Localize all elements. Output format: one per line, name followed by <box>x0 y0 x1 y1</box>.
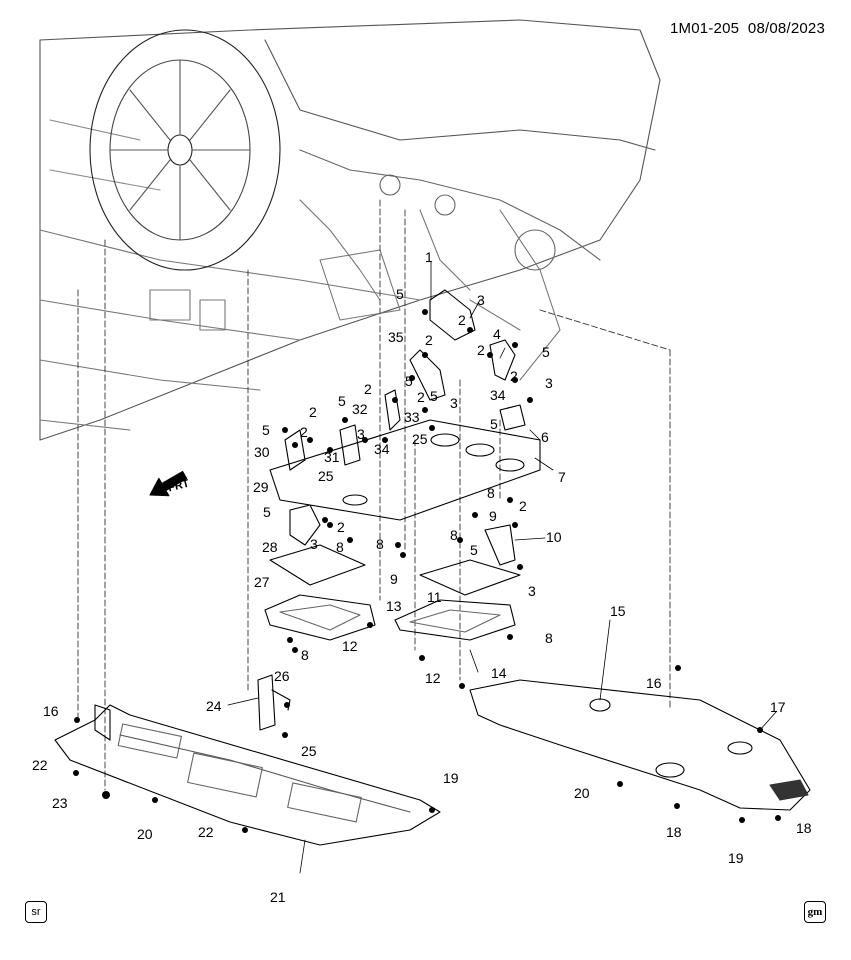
callout-18: 18 <box>796 820 812 836</box>
callout-leaders <box>227 261 777 874</box>
callout-7: 7 <box>558 469 566 485</box>
shield-21 <box>54 704 441 846</box>
callout-6: 6 <box>541 429 549 445</box>
callout-2: 2 <box>519 498 527 514</box>
callout-5: 5 <box>470 542 478 558</box>
callout-5: 5 <box>262 422 270 438</box>
callout-33: 33 <box>404 409 420 425</box>
callout-2: 2 <box>458 312 466 328</box>
callout-5: 5 <box>430 388 438 404</box>
shield-7 <box>269 419 541 521</box>
callout-5: 5 <box>396 286 404 302</box>
front-direction-arrow-icon <box>149 470 188 497</box>
diagram-header: 1M01-205 08/08/2023 <box>670 20 825 37</box>
callout-20: 20 <box>574 785 590 801</box>
callout-15: 15 <box>610 603 626 619</box>
callout-35: 35 <box>388 329 404 345</box>
callout-2: 2 <box>309 404 317 420</box>
callout-11: 11 <box>427 589 442 605</box>
vehicle-underbody <box>39 19 661 441</box>
callout-2: 2 <box>425 332 433 348</box>
diagram-date: 08/08/2023 <box>747 20 825 37</box>
callout-26: 26 <box>274 668 290 684</box>
callout-8: 8 <box>545 630 553 646</box>
callout-8: 8 <box>336 539 344 555</box>
callout-3: 3 <box>310 536 318 552</box>
callout-24: 24 <box>206 698 222 714</box>
callout-29: 29 <box>253 479 269 495</box>
callout-2: 2 <box>337 519 345 535</box>
callout-23: 23 <box>52 795 68 811</box>
callout-2: 2 <box>417 389 425 405</box>
callout-30: 30 <box>254 444 270 460</box>
callout-14: 14 <box>491 665 507 681</box>
fasteners <box>73 309 781 833</box>
callout-28: 28 <box>262 539 278 555</box>
callout-10: 10 <box>546 529 562 545</box>
callout-2: 2 <box>510 368 518 384</box>
sr-badge: sr <box>25 901 47 923</box>
callout-9: 9 <box>390 571 398 587</box>
callout-16: 16 <box>43 703 59 719</box>
callout-19: 19 <box>443 770 459 786</box>
callout-25: 25 <box>412 431 428 447</box>
callout-22: 22 <box>198 824 214 840</box>
callout-2: 2 <box>300 424 308 440</box>
callout-12: 12 <box>425 670 441 686</box>
tire-wheel <box>89 29 281 271</box>
callout-3: 3 <box>545 375 553 391</box>
callout-2: 2 <box>364 381 372 397</box>
callout-5: 5 <box>542 344 550 360</box>
shield-15 <box>469 679 811 811</box>
callout-8: 8 <box>301 647 309 663</box>
plates <box>269 544 521 596</box>
callout-4: 4 <box>493 326 501 342</box>
callout-20: 20 <box>137 826 153 842</box>
callout-9: 9 <box>489 508 497 524</box>
callout-3: 3 <box>477 292 485 308</box>
gm-logo-badge: gm <box>804 901 826 923</box>
leader-lines <box>77 199 671 791</box>
callout-5: 5 <box>490 416 498 432</box>
callout-18: 18 <box>666 824 682 840</box>
callout-31: 31 <box>324 449 340 465</box>
callout-32: 32 <box>352 401 368 417</box>
callout-8: 8 <box>376 536 384 552</box>
callout-13: 13 <box>386 598 402 614</box>
callout-1: 1 <box>425 249 433 265</box>
callout-5: 5 <box>263 504 271 520</box>
callout-17: 17 <box>770 699 786 715</box>
callout-8: 8 <box>450 527 458 543</box>
callout-34: 34 <box>490 387 506 403</box>
callout-19: 19 <box>728 850 744 866</box>
callout-27: 27 <box>254 574 270 590</box>
callout-3: 3 <box>450 395 458 411</box>
shields-27-14 <box>264 594 516 641</box>
callout-5: 5 <box>405 373 413 389</box>
callout-3: 3 <box>357 426 365 442</box>
callout-8: 8 <box>487 485 495 501</box>
brackets <box>284 289 526 566</box>
callout-34: 34 <box>374 441 390 457</box>
callout-21: 21 <box>270 889 286 905</box>
callout-2: 2 <box>477 342 485 358</box>
diagram-code: 1M01-205 <box>670 20 740 37</box>
callout-12: 12 <box>342 638 358 654</box>
callout-22: 22 <box>32 757 48 773</box>
callout-5: 5 <box>338 393 346 409</box>
callout-16: 16 <box>646 675 662 691</box>
callout-3: 3 <box>528 583 536 599</box>
callout-25: 25 <box>301 743 317 759</box>
callout-25: 25 <box>318 468 334 484</box>
